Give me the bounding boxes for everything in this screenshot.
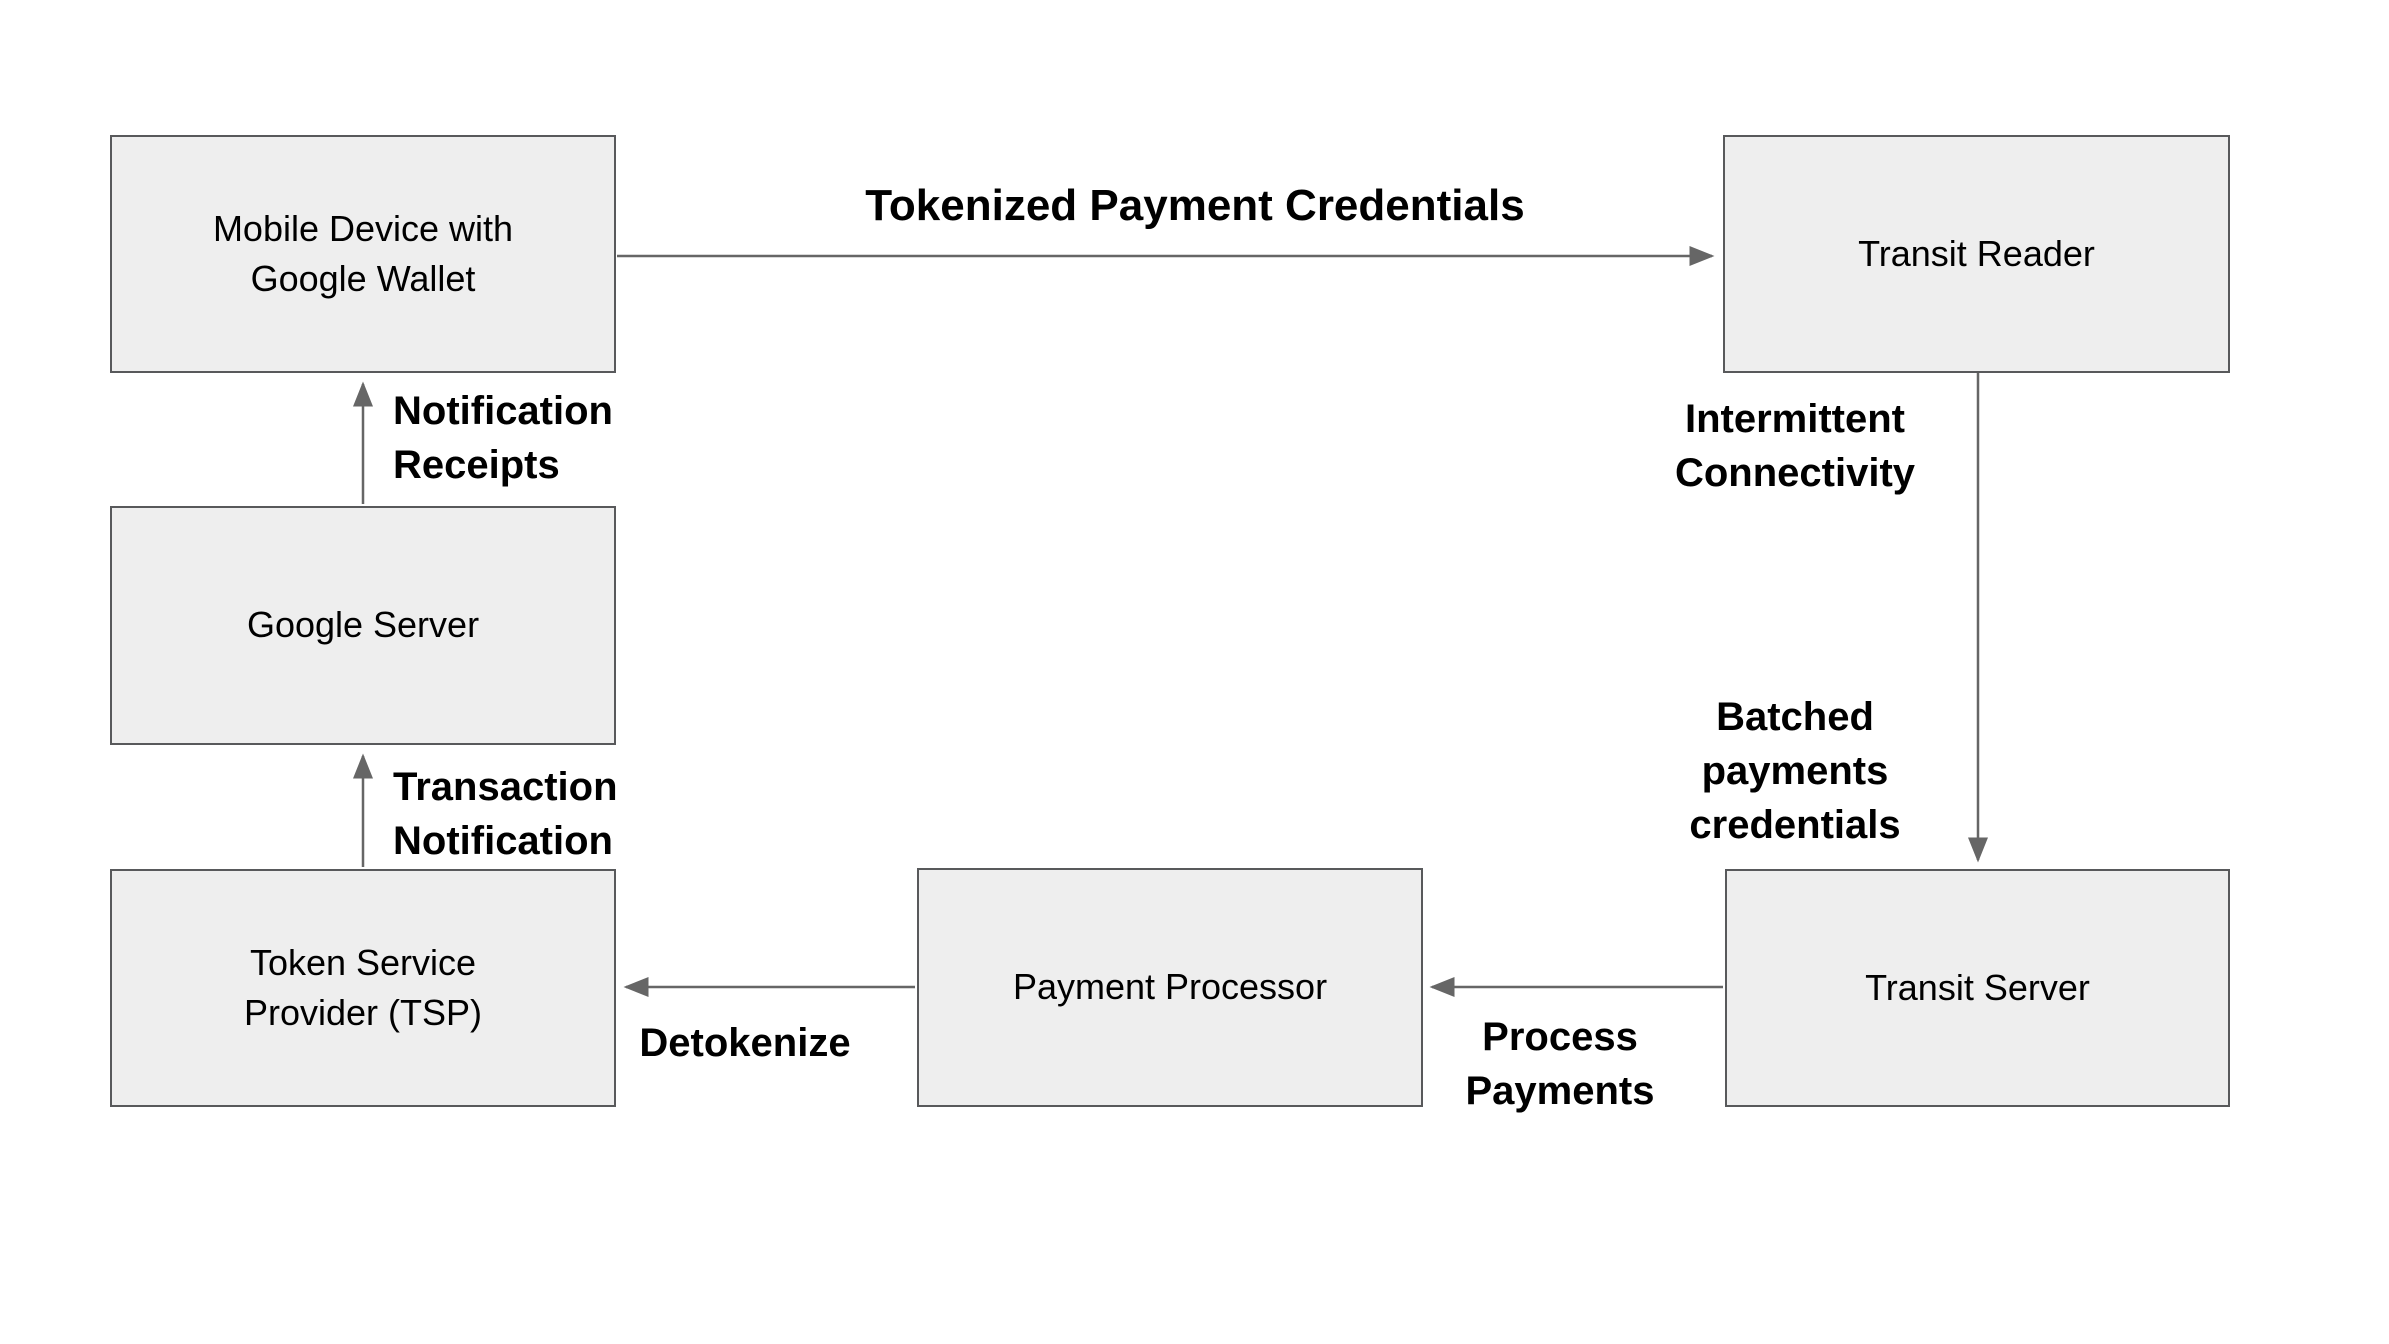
node-token-service-provider-label: Token Service Provider (TSP) <box>243 941 483 1033</box>
node-token-service-provider: Token Service Provider (TSP) <box>110 869 616 1107</box>
edge-label-intermittent-connectivity: Intermittent Connectivity <box>1674 397 1916 495</box>
node-mobile-device-google-wallet: Mobile Device with Google Wallet <box>110 135 616 373</box>
edge-label-notification-receipts: Notification Receipts <box>393 389 613 487</box>
edge-label-batched-payments-credentials: Batched payments credentials <box>1689 695 1901 847</box>
node-google-server-label: Google Server <box>246 604 480 646</box>
edge-label-detokenize: Detokenize <box>639 1021 851 1065</box>
edge-label-tokenized-payment-credentials: Tokenized Payment Credentials <box>865 181 1525 230</box>
node-transit-server: Transit Server <box>1725 869 2230 1107</box>
node-mobile-device-google-wallet-label: Mobile Device with Google Wallet <box>212 207 514 299</box>
edge-label-process-payments: Process Payments <box>1465 1015 1655 1113</box>
node-google-server: Google Server <box>110 506 616 745</box>
node-transit-reader: Transit Reader <box>1723 135 2230 373</box>
edge-label-transaction-notification: Transaction Notification <box>393 765 618 863</box>
node-payment-processor: Payment Processor <box>917 868 1423 1107</box>
node-payment-processor-label: Payment Processor <box>1012 966 1328 1008</box>
node-transit-server-label: Transit Server <box>1865 966 2090 1008</box>
node-transit-reader-label: Transit Reader <box>1858 232 2095 274</box>
